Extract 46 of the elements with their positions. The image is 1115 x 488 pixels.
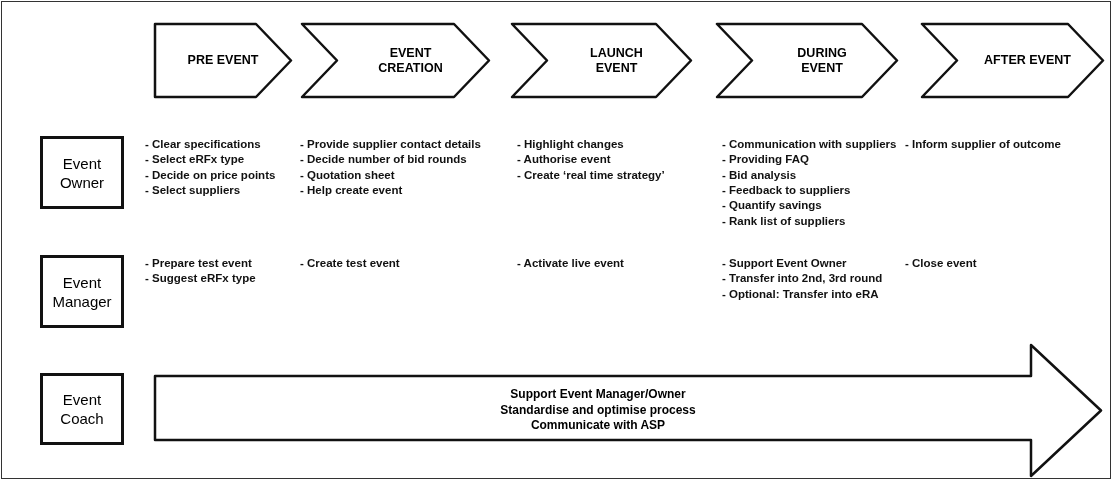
arrow-text: Communicate with ASP bbox=[530, 418, 666, 434]
role-label: Event Coach bbox=[59, 390, 105, 428]
task-item: - Close event bbox=[905, 256, 977, 271]
task-item: - Decide number of bid rounds bbox=[300, 152, 467, 168]
task-item: - Select suppliers bbox=[145, 182, 241, 198]
step-label: PRE EVENT bbox=[187, 53, 259, 68]
task-item: - Bid analysis bbox=[722, 167, 797, 183]
role-box bbox=[40, 136, 124, 209]
task-item: - Providing FAQ bbox=[722, 152, 809, 168]
task-item: - Suggest eRFx type bbox=[145, 271, 256, 287]
task-item: - Select eRFx type bbox=[145, 152, 245, 168]
arrow-text: Support Event Manager/Owner bbox=[510, 387, 686, 403]
chevron-step bbox=[302, 24, 489, 97]
task-item: - Prepare test event bbox=[145, 256, 252, 271]
block-arrow bbox=[155, 345, 1101, 476]
task-item: - Rank list of suppliers bbox=[722, 213, 846, 229]
task-item: - Support Event Owner bbox=[722, 256, 847, 271]
task-item: - Optional: Transfer into eRA bbox=[722, 286, 879, 302]
step-label: DURING EVENT bbox=[796, 45, 848, 76]
step-label: LAUNCH EVENT bbox=[589, 45, 644, 76]
task-item: - Provide supplier contact details bbox=[300, 137, 481, 152]
task-item: - Highlight changes bbox=[517, 137, 624, 152]
arrow-text: Standardise and optimise process bbox=[500, 402, 696, 419]
task-item: - Quotation sheet bbox=[300, 167, 395, 183]
task-item: - Inform supplier of outcome bbox=[905, 137, 1061, 152]
role-box bbox=[40, 255, 124, 328]
task-item: - Quantify savings bbox=[722, 198, 822, 214]
role-label: Event Manager bbox=[52, 272, 112, 311]
chevron-step bbox=[922, 24, 1103, 97]
role-box bbox=[40, 373, 124, 445]
task-item: - Authorise event bbox=[517, 152, 611, 168]
chevron-step bbox=[512, 24, 691, 97]
task-item: - Decide on price points bbox=[145, 167, 276, 183]
step-label: AFTER EVENT bbox=[984, 53, 1071, 68]
task-item: - Feedback to suppliers bbox=[722, 182, 851, 198]
task-item: - Help create event bbox=[300, 182, 403, 198]
task-item: - Communication with suppliers bbox=[722, 137, 897, 152]
task-item: - Transfer into 2nd, 3rd round bbox=[722, 271, 883, 287]
task-item: - Activate live event bbox=[517, 256, 624, 271]
task-item: - Create test event bbox=[300, 256, 400, 271]
chevron-step bbox=[717, 24, 897, 97]
role-label: Event Owner bbox=[58, 153, 106, 192]
chevron-step bbox=[155, 24, 291, 97]
task-item: - Clear specifications bbox=[145, 137, 261, 152]
task-item: - Create ‘real time strategy’ bbox=[517, 167, 665, 183]
step-label: EVENT CREATION bbox=[377, 45, 444, 76]
